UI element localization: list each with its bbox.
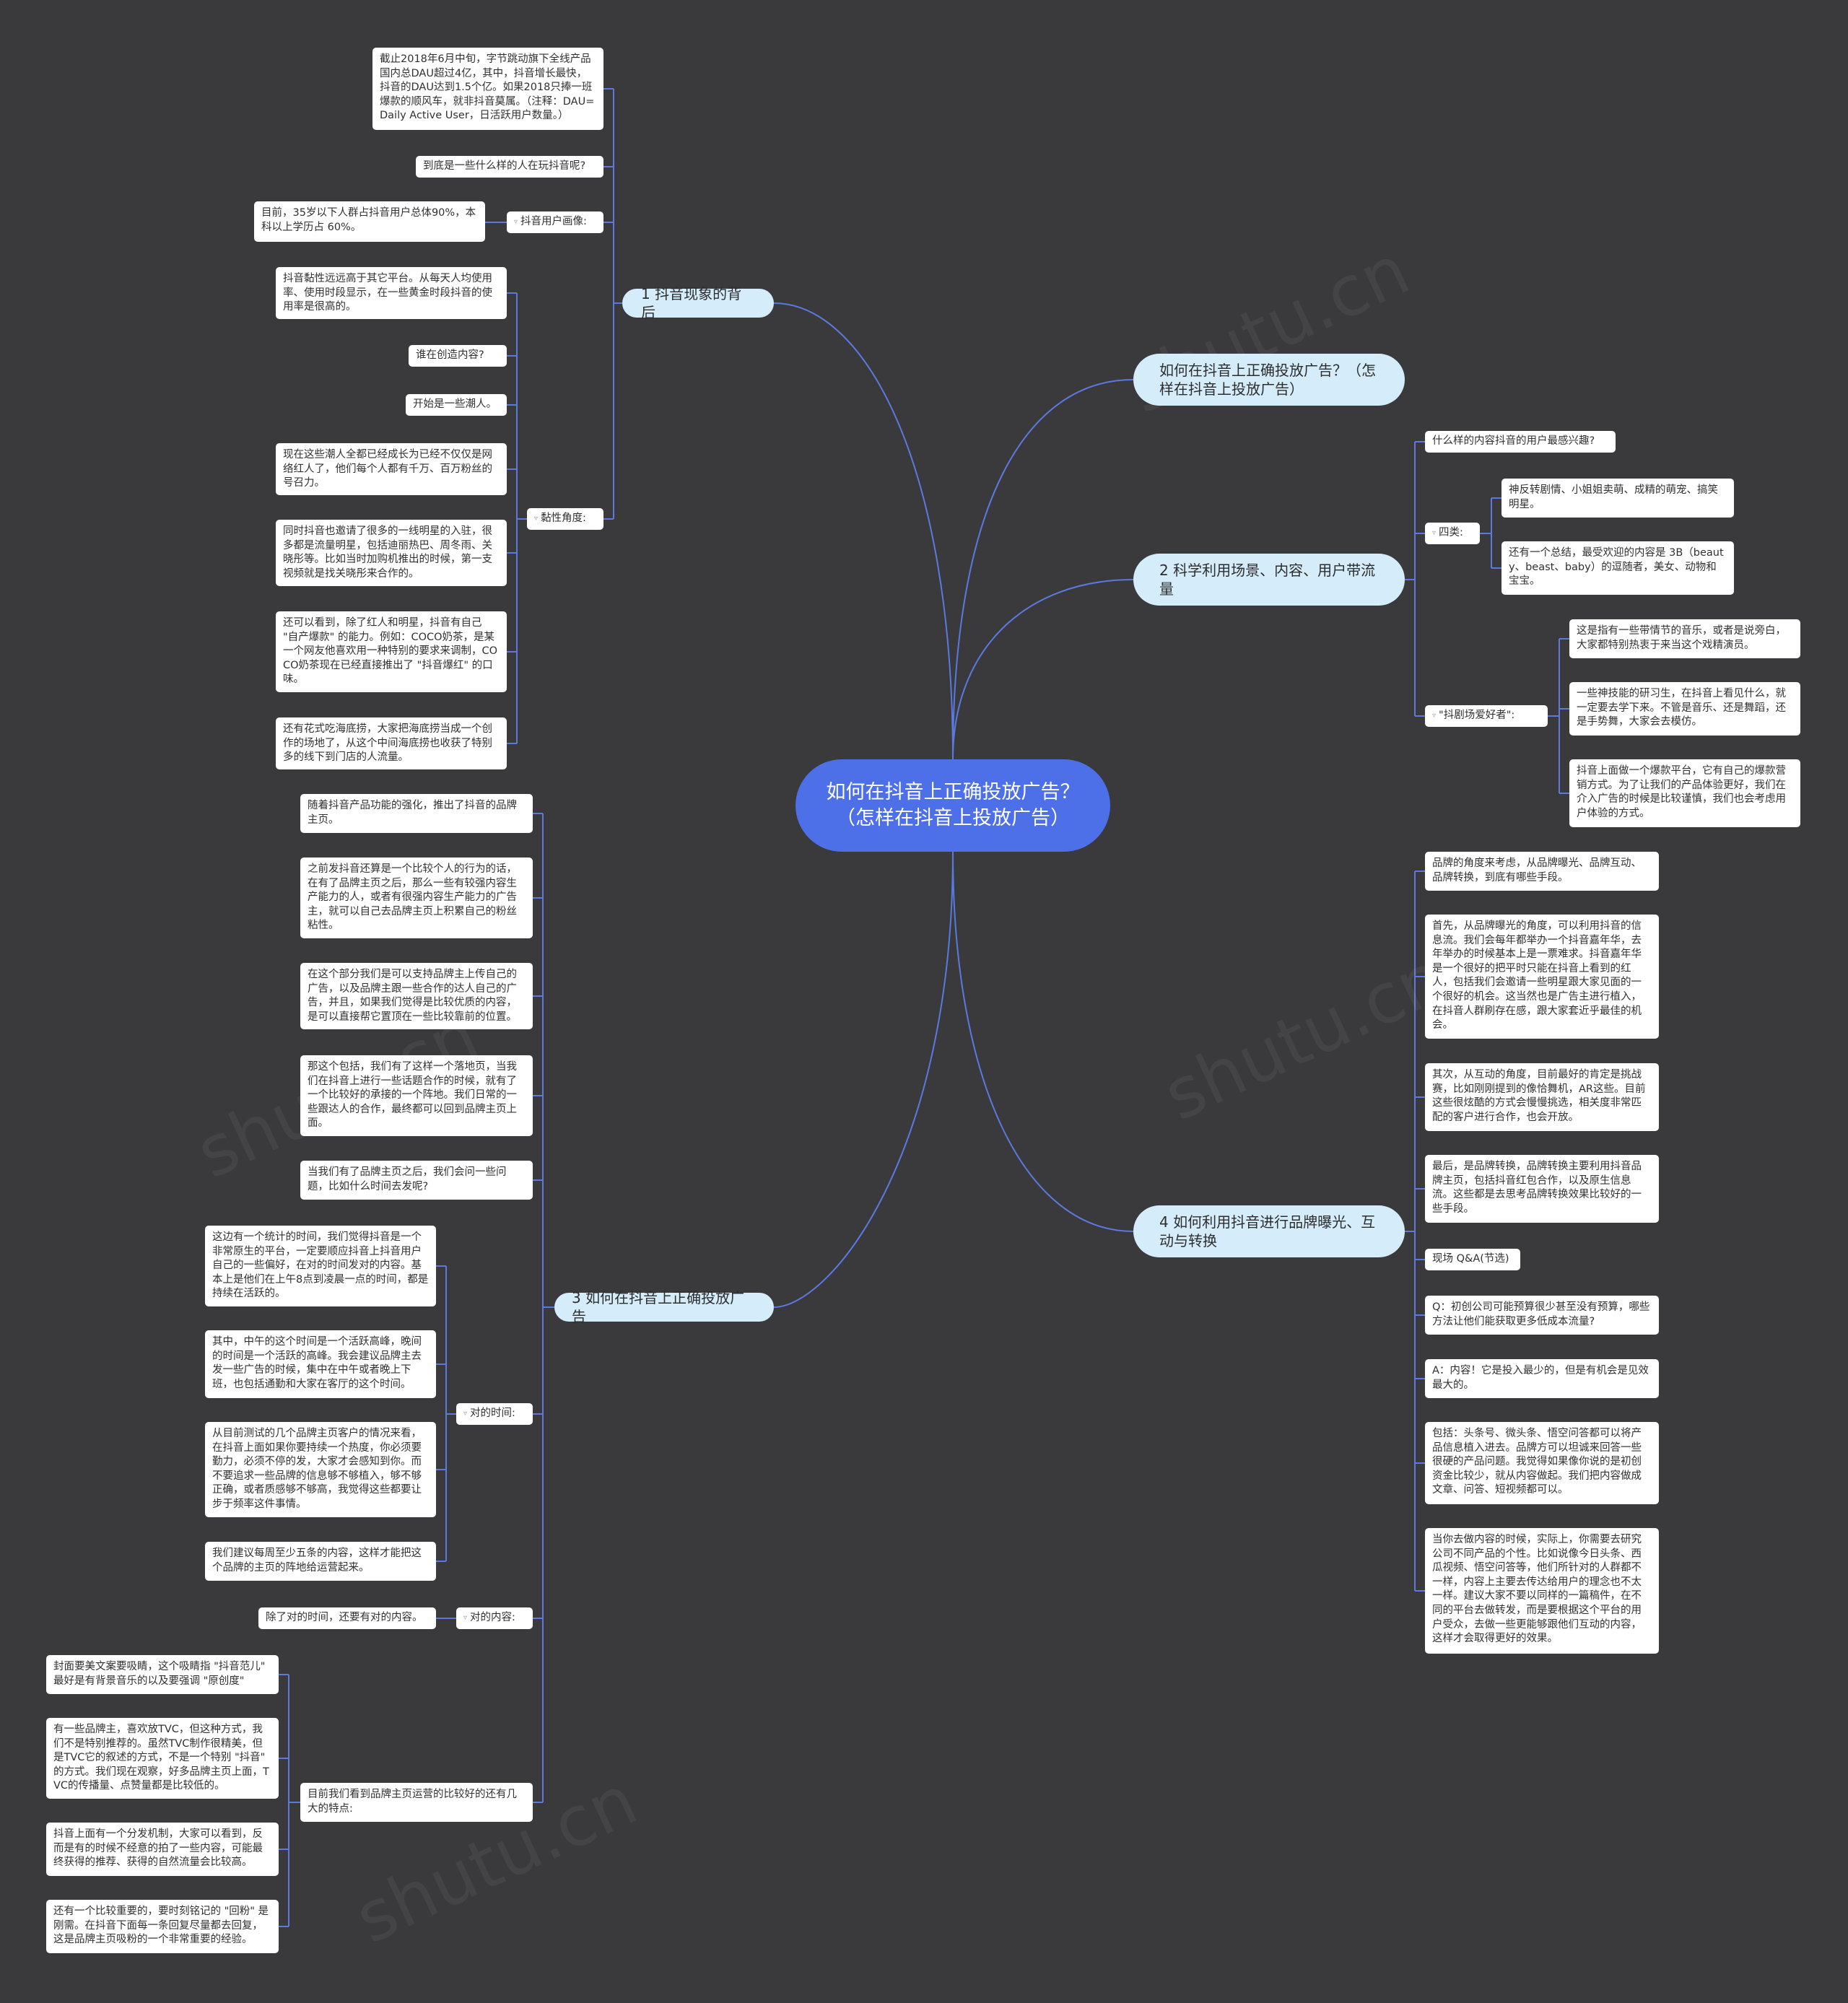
stickiness-item: 开始是一些潮人。 [406,394,507,416]
four-types-label-text: 四类: [1439,527,1463,539]
connector-root-b3 [773,851,954,1308]
right-time-item: 我们建议每周至少五条的内容，这样才能把这个品牌的主页的阵地给运营起来。 [205,1542,436,1581]
stickiness-item: 抖音黏性远远高于其它平台。从每天人均使用率、使用时段显示，在一些黄金时段抖音的使… [276,267,507,319]
right-time-label[interactable]: ▿对的时间: [456,1403,533,1425]
branch-scene-content-traffic[interactable]: 2 科学利用场景、内容、用户带流量 [1133,554,1405,606]
theater-fans-item: 一些神技能的研习生，在抖音上看见什么，就一定要去学下来。不管是音乐、还是舞蹈，还… [1569,682,1800,736]
brand-page-item: 当我们有了品牌主页之后，我们会问一些问题，比如什么时间去发呢? [300,1161,533,1200]
theater-fans-label-text: "抖剧场爱好者": [1439,710,1515,722]
brand-strategy-item: 包括：头条号、微头条、悟空问答都可以将产品信息植入进去。品牌方可以坦诚来回答一些… [1425,1422,1659,1504]
feature-item: 抖音上面有一个分发机制，大家可以看到，反而是有的时候不经意的拍了一些内容，可能最… [46,1823,279,1876]
root-topic[interactable]: 如何在抖音上正确投放广告？（怎样在抖音上投放广告） [796,759,1110,852]
feature-item: 有一些品牌主，喜欢放TVC，但这种方式，我们不是特别推荐的。虽然TVC制作很精美… [46,1718,279,1799]
four-types-item: 还有一个总结，最受欢迎的内容是 3B（beauty、beast、baby）的逗随… [1502,541,1734,595]
qa-question: Q：初创公司可能预算很少甚至没有预算，哪些方法让他们能获取更多低成本流量? [1425,1296,1659,1335]
stickiness-item: 还有花式吃海底捞，大家把海底捞当成一个创作的场地了，从这个中间海底捞也收获了特别… [276,717,507,769]
features-label[interactable]: 目前我们看到品牌主页运营的比较好的还有几大的特点: [300,1783,533,1822]
brand-strategy-item: 最后，是品牌转换，品牌转换主要利用抖音品牌主页，包括抖音红包合作，以及原生信息流… [1425,1155,1659,1223]
theater-fans-label[interactable]: ▿"抖剧场爱好者": [1425,705,1548,727]
stickiness-item: 还可以看到，除了红人和明星，抖音有自己 "自产爆款" 的能力。例如：COCO奶茶… [276,611,507,692]
collapse-triangle-icon: ▿ [463,1410,468,1418]
right-content-label[interactable]: ▿对的内容: [456,1607,533,1629]
stickiness-item: 谁在创造内容? [409,345,507,367]
collapse-triangle-icon: ▿ [1432,712,1437,720]
connector-root-title [952,379,1134,760]
user-profile-text: 目前，35岁以下人群占抖音用户总体90%，本科以上学历占 60%。 [254,201,485,242]
user-profile-label-text: 抖音用户画像: [520,216,587,228]
right-time-item: 其中，中午的这个时间是一个活跃高峰，晚间的时间是一个活跃的高峰。我会建议品牌主去… [205,1330,436,1398]
connector-root-b4 [952,851,1134,1232]
brand-page-item: 那这个包括，我们有了这样一个落地页，当我们在抖音上进行一些话题合作的时候，就有了… [300,1055,533,1136]
branch-title-repeat[interactable]: 如何在抖音上正确投放广告？（怎样在抖音上投放广告） [1133,354,1405,406]
who-plays-question: 到底是一些什么样的人在玩抖音呢? [416,156,603,178]
theater-fans-item: 抖音上面做一个爆款平台，它有自己的爆款营销方式。为了让我们的产品体验更好，我们在… [1569,759,1800,827]
dau-statistics-note: 截止2018年6月中旬，字节跳动旗下全线产品国内总DAU超过4亿，其中，抖音增长… [372,48,603,130]
stickiness-label[interactable]: ▿黏性角度: [527,508,603,530]
brand-strategy-item: 当你去做内容的时候，实际上，你需要去研究公司不同产品的个性。比如说像今日头条、西… [1425,1528,1659,1654]
interest-question: 什么样的内容抖音的用户最感兴趣? [1425,431,1616,453]
qa-heading: 现场 Q&A(节选) [1425,1249,1520,1270]
collapse-triangle-icon: ▿ [1432,529,1437,538]
qa-answer: A：内容！它是投入最少的，但是有机会是见效最大的。 [1425,1359,1659,1398]
right-content-text: 除了对的时间，还要有对的内容。 [258,1607,436,1629]
collapse-triangle-icon: ▿ [534,515,539,523]
user-profile-label[interactable]: ▿抖音用户画像: [507,211,603,233]
brand-strategy-item: 品牌的角度来考虑，从品牌曝光、品牌互动、品牌转换，到底有哪些手段。 [1425,852,1659,891]
collapse-triangle-icon: ▿ [514,218,518,227]
brand-page-item: 之前发抖音还算是一个比较个人的行为的话，在有了品牌主页之后，那么一些有较强内容生… [300,858,533,938]
branch-ad-placement[interactable]: 3 如何在抖音上正确投放广告 [554,1289,774,1325]
brand-strategy-item: 其次，从互动的角度，目前最好的肯定是挑战赛，比如刚刚提到的像恰舞机，AR这些。目… [1425,1063,1659,1131]
four-types-item: 神反转剧情、小姐姐卖萌、成精的萌宠、搞笑明星。 [1502,479,1734,518]
branch-brand-exposure[interactable]: 4 如何利用抖音进行品牌曝光、互动与转换 [1133,1205,1405,1257]
brand-page-item: 随着抖音产品功能的强化，推出了抖音的品牌主页。 [300,794,533,833]
right-content-label-text: 对的内容: [470,1612,515,1624]
connector-root-b1 [773,302,954,760]
stickiness-label-text: 黏性角度: [541,512,586,525]
right-time-item: 从目前测试的几个品牌主页客户的情况来看，在抖音上面如果你要持续一个热度，你必须要… [205,1422,436,1517]
right-time-label-text: 对的时间: [470,1408,515,1420]
theater-fans-item: 这是指有一些带情节的音乐，或者是说旁白，大家都特别热衷于来当这个戏精演员。 [1569,619,1800,658]
collapse-triangle-icon: ▿ [463,1614,468,1623]
feature-item: 封面要美文案要吸睛，这个吸睛指 "抖音范儿" 最好是有背景音乐的以及要强调 "原… [46,1655,279,1694]
feature-item: 还有一个比较重要的，要时刻铭记的 "回粉" 是刚需。在抖音下面每一条回复尽量都去… [46,1900,279,1953]
stickiness-item: 同时抖音也邀请了很多的一线明星的入驻，很多都是流量明星，包括迪丽热巴、周冬雨、关… [276,520,507,586]
connector-root-b2 [952,579,1134,760]
stickiness-item: 现在这些潮人全都已经成长为已经不仅仅是网络红人了，他们每个人都有千万、百万粉丝的… [276,443,507,495]
right-time-item: 这边有一个统计的时间，我们觉得抖音是一个非常原生的平台，一定要顺应抖音上抖音用户… [205,1226,436,1306]
brand-page-item: 在这个部分我们是可以支持品牌主上传自己的广告，以及品牌主跟一些合作的达人自己的广… [300,963,533,1029]
branch-douyin-background[interactable]: 1 抖音现象的背后 [622,285,774,321]
four-types-label[interactable]: ▿四类: [1425,523,1480,544]
brand-strategy-item: 首先，从品牌曝光的角度，可以利用抖音的信息流。我们会每年都举办一个抖音嘉年华，去… [1425,915,1659,1039]
